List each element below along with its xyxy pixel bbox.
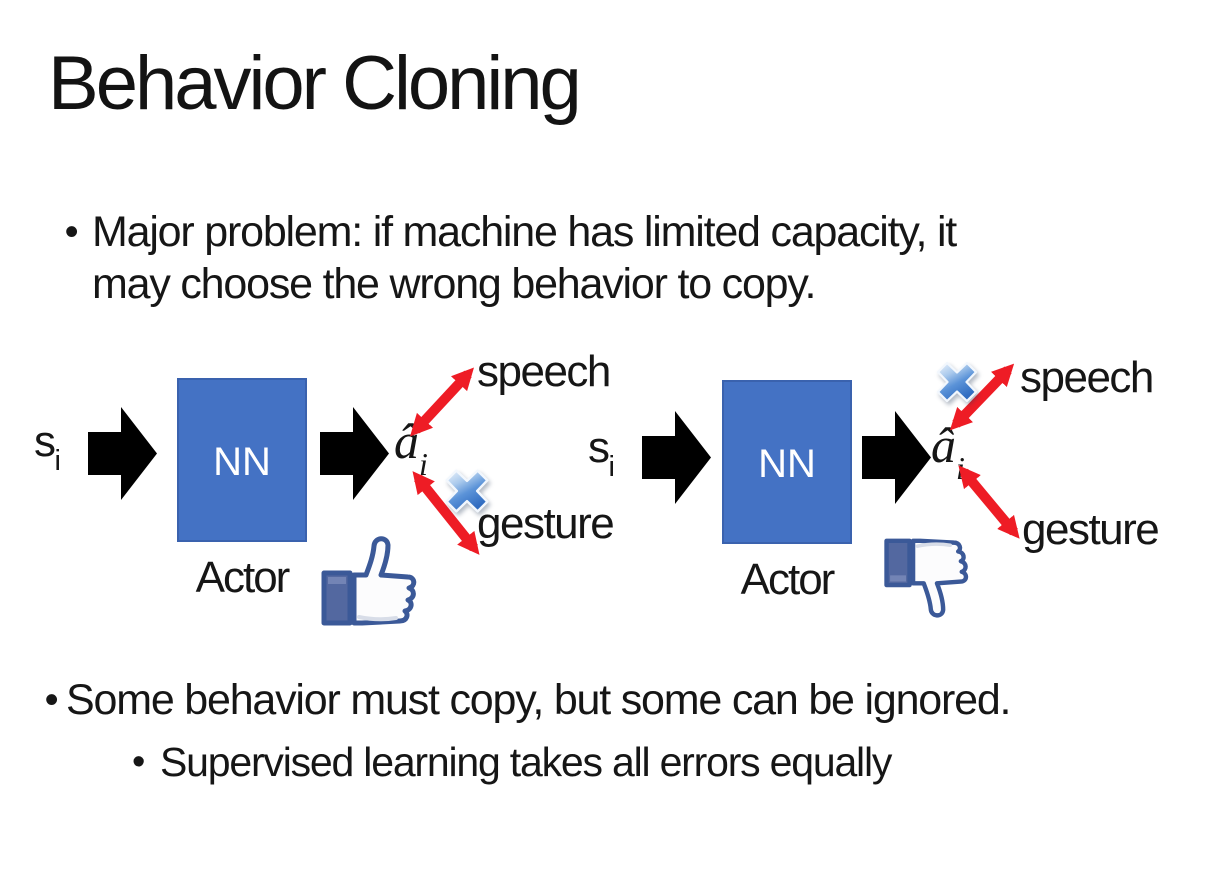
left-gesture-relation-arrow-icon <box>412 471 480 555</box>
left-input-state-label: si <box>34 417 61 477</box>
bullet-some-behavior: • Some behavior must copy, but some can … <box>36 674 1012 726</box>
right-actor-label: Actor <box>740 555 836 604</box>
left-speech-relation-arrow-icon <box>410 367 474 437</box>
left-flow-arrow-out-icon <box>320 407 389 500</box>
right-cross-out-speech-icon <box>936 361 978 403</box>
bullet-line-1: Major problem: if machine has limited ca… <box>92 208 957 256</box>
right-thumbs-down-icon <box>884 538 969 618</box>
left-thumbs-up-icon <box>321 536 417 626</box>
right-nn-box: NN <box>722 380 852 544</box>
bullet-major-problem: • Major problem: if machine has limited … <box>50 206 958 310</box>
page-title: Behavior Cloning <box>48 41 582 126</box>
right-speech-relation-arrow-icon <box>949 363 1015 431</box>
left-nn-box: NN <box>177 378 307 542</box>
right-flow-arrow-in-icon <box>642 411 711 504</box>
bullet-marker: • <box>44 678 59 722</box>
sub-bullet-supervised-learning: • Supervised learning takes all errors e… <box>116 737 892 787</box>
right-nn-label: NN <box>758 441 816 486</box>
right-speech-label: speech <box>1020 353 1154 402</box>
left-nn-label: NN <box>213 439 271 484</box>
left-actor-label: Actor <box>195 553 291 602</box>
right-gesture-relation-arrow-icon <box>958 465 1020 539</box>
bullet-some-behavior-text: Some behavior must copy, but some can be… <box>66 676 1011 724</box>
sub-bullet-text: Supervised learning takes all errors equ… <box>160 739 892 785</box>
left-gesture-label: gesture <box>477 499 615 548</box>
right-flow-arrow-out-icon <box>862 411 931 504</box>
left-flow-arrow-in-icon <box>88 407 157 500</box>
left-cross-out-gesture-icon <box>445 469 489 513</box>
bullet-major-problem-text: Major problem: if machine has limited ca… <box>92 206 957 310</box>
bullet-line-2: may choose the wrong behavior to copy. <box>92 260 816 308</box>
bullet-marker: • <box>131 741 145 783</box>
right-gesture-label: gesture <box>1022 505 1160 554</box>
left-speech-label: speech <box>477 347 611 396</box>
right-input-state-label: si <box>588 423 615 483</box>
bullet-marker: • <box>64 210 79 254</box>
